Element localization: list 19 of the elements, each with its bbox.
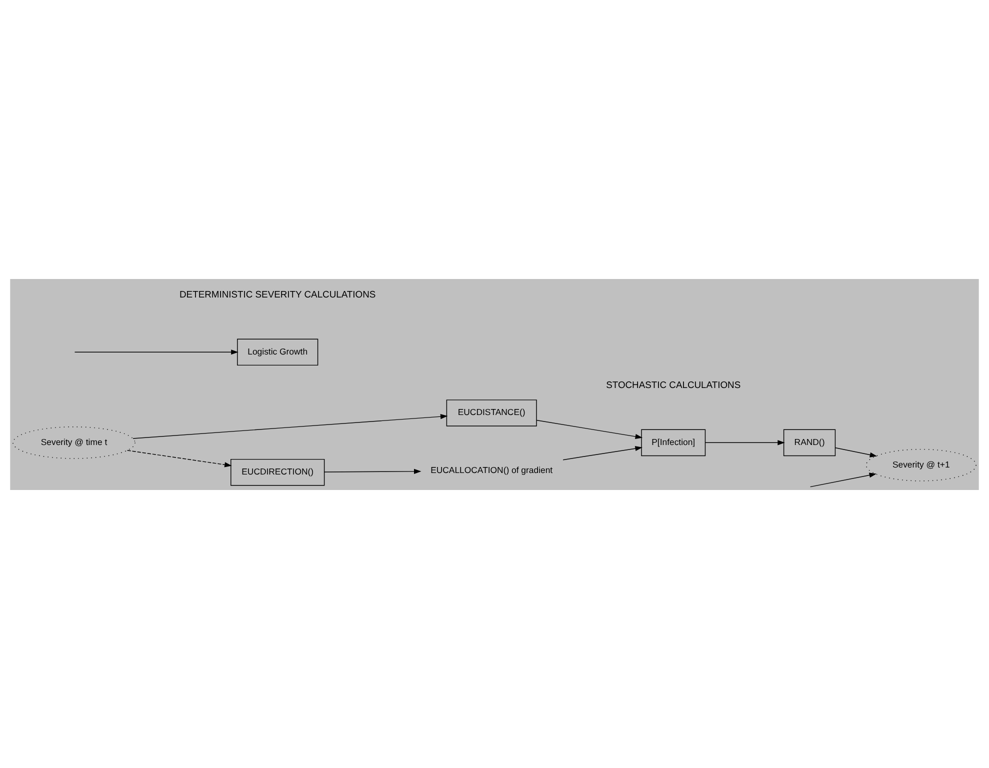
arrow bbox=[74, 349, 238, 354]
arrow bbox=[536, 419, 643, 439]
node-box: Logistic Growth bbox=[237, 338, 318, 366]
node-text: EUCALLOCATION() of gradient bbox=[430, 464, 553, 475]
label: DETERMINISTIC SEVERITY CALCULATIONS bbox=[180, 288, 376, 299]
arrow bbox=[126, 450, 232, 467]
node-box: P[Infection] bbox=[641, 428, 706, 456]
arrow bbox=[810, 472, 877, 487]
arrow bbox=[324, 468, 422, 474]
node-ellipse: Severity @ t+1 bbox=[866, 448, 976, 481]
node-ellipse: Severity @ time t bbox=[12, 426, 136, 458]
node-box: EUCDISTANCE() bbox=[446, 399, 537, 426]
arrow bbox=[562, 446, 642, 460]
arrow bbox=[834, 446, 878, 457]
arrow bbox=[704, 440, 785, 445]
node-box: EUCDIRECTION() bbox=[230, 458, 325, 486]
node-box: RAND() bbox=[783, 428, 836, 456]
arrow bbox=[132, 414, 448, 438]
label: STOCHASTIC CALCULATIONS bbox=[606, 378, 741, 390]
